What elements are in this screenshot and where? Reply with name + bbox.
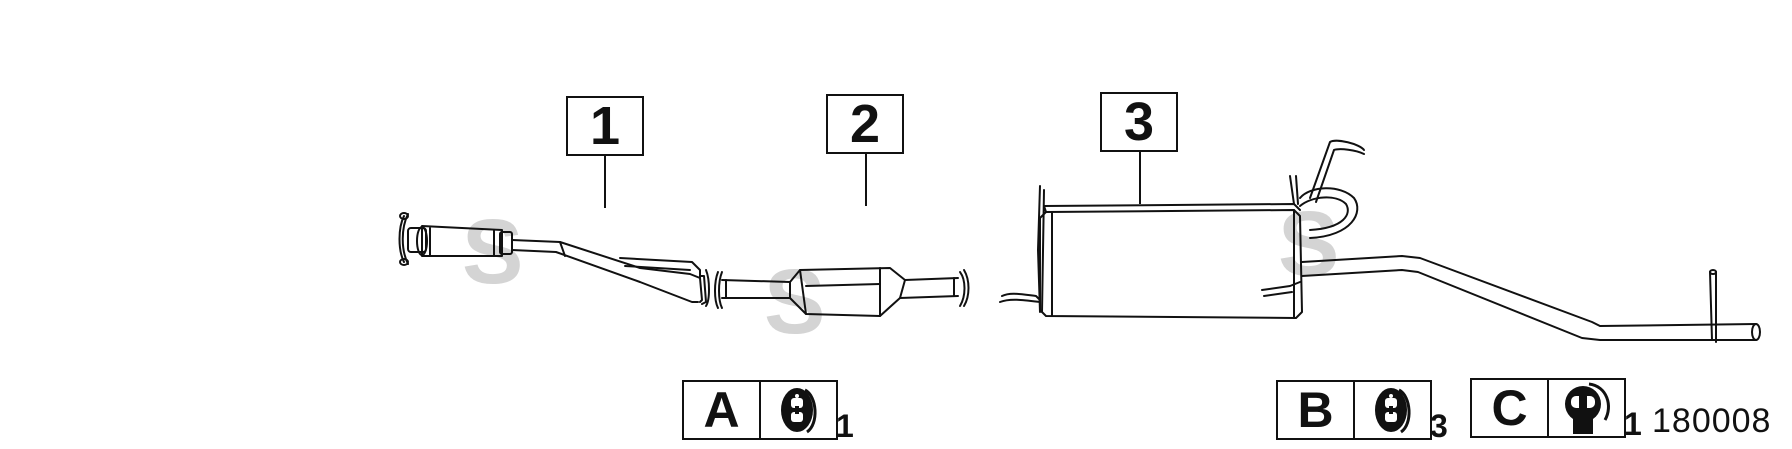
rear-muffler [999, 139, 1761, 343]
rubber-hanger-icon [761, 382, 836, 438]
catalytic-converter [714, 267, 970, 317]
front-pipe [398, 212, 710, 307]
hanger-a-quantity: 1 [836, 408, 854, 444]
hanger-legend-b: B [1276, 380, 1432, 440]
diagram-reference-code: 180008 [1652, 402, 1772, 440]
hanger-b-quantity: 3 [1430, 408, 1448, 444]
hanger-legend-c: C [1470, 378, 1626, 438]
rubber-mount-icon [1549, 380, 1624, 436]
part-1-callout: 1 [566, 96, 644, 156]
hanger-c-quantity: 1 [1624, 406, 1642, 442]
hanger-letter-c: C [1472, 380, 1549, 436]
part-1-leader [604, 156, 606, 208]
hanger-legend-a: A [682, 380, 838, 440]
part-2-leader [865, 154, 867, 206]
part-3-callout: 3 [1100, 92, 1178, 152]
part-3-leader [1139, 152, 1141, 204]
hanger-letter-b: B [1278, 382, 1355, 438]
rubber-hanger-icon [1355, 382, 1430, 438]
part-2-callout: 2 [826, 94, 904, 154]
hanger-letter-a: A [684, 382, 761, 438]
